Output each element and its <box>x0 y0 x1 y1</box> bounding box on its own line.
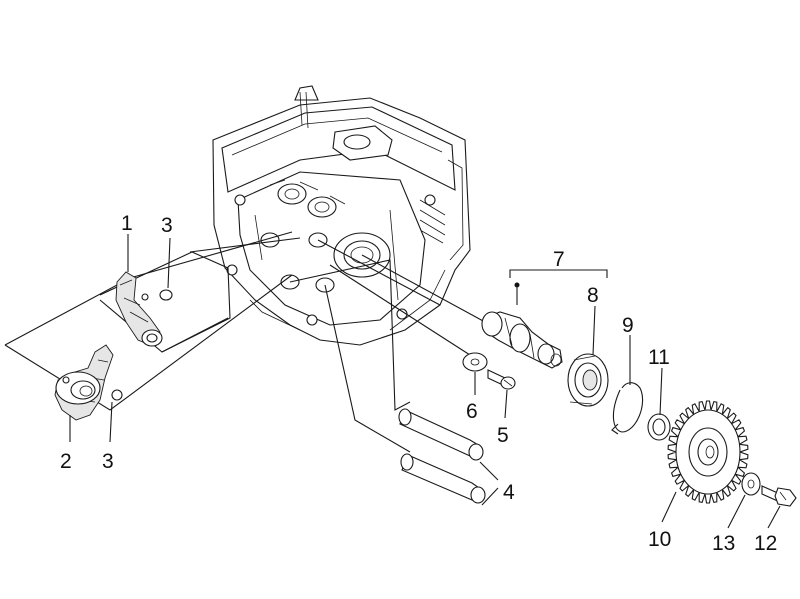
shim-dot-upper <box>141 293 149 301</box>
shim-washer-lower <box>111 389 123 401</box>
callout-3-lower: 3 <box>102 450 114 473</box>
callout-11: 11 <box>648 346 670 369</box>
washer <box>462 352 488 372</box>
callout-1: 1 <box>121 212 133 235</box>
spacer-ring <box>647 413 671 441</box>
callout-2: 2 <box>60 450 72 473</box>
rocker-shaft-pins <box>398 408 486 504</box>
callout-3-upper: 3 <box>161 214 173 237</box>
callout-6: 6 <box>466 400 478 423</box>
callout-10: 10 <box>648 528 671 551</box>
cylinder-head <box>212 85 471 346</box>
shim-washer-upper <box>159 289 173 301</box>
leader-lines <box>69 234 781 529</box>
callout-12: 12 <box>754 532 777 555</box>
camshaft-sprocket <box>667 400 749 504</box>
rocker-arm-intake <box>115 271 163 347</box>
callout-13: 13 <box>712 532 735 555</box>
callout-8: 8 <box>587 284 599 307</box>
screw <box>487 369 516 390</box>
sprocket-bolt <box>761 485 797 507</box>
callout-labels: 1 2 3 3 4 5 6 7 8 9 10 11 12 13 <box>60 212 777 555</box>
rocker-arm-exhaust <box>54 344 114 421</box>
callout-9: 9 <box>622 314 634 337</box>
camshaft <box>481 311 563 369</box>
circlip <box>611 382 644 435</box>
ball-bearing <box>567 353 609 407</box>
callout-4: 4 <box>503 481 515 504</box>
callout-7: 7 <box>553 248 565 271</box>
callout-5: 5 <box>497 424 509 447</box>
sprocket-washer <box>741 472 761 496</box>
